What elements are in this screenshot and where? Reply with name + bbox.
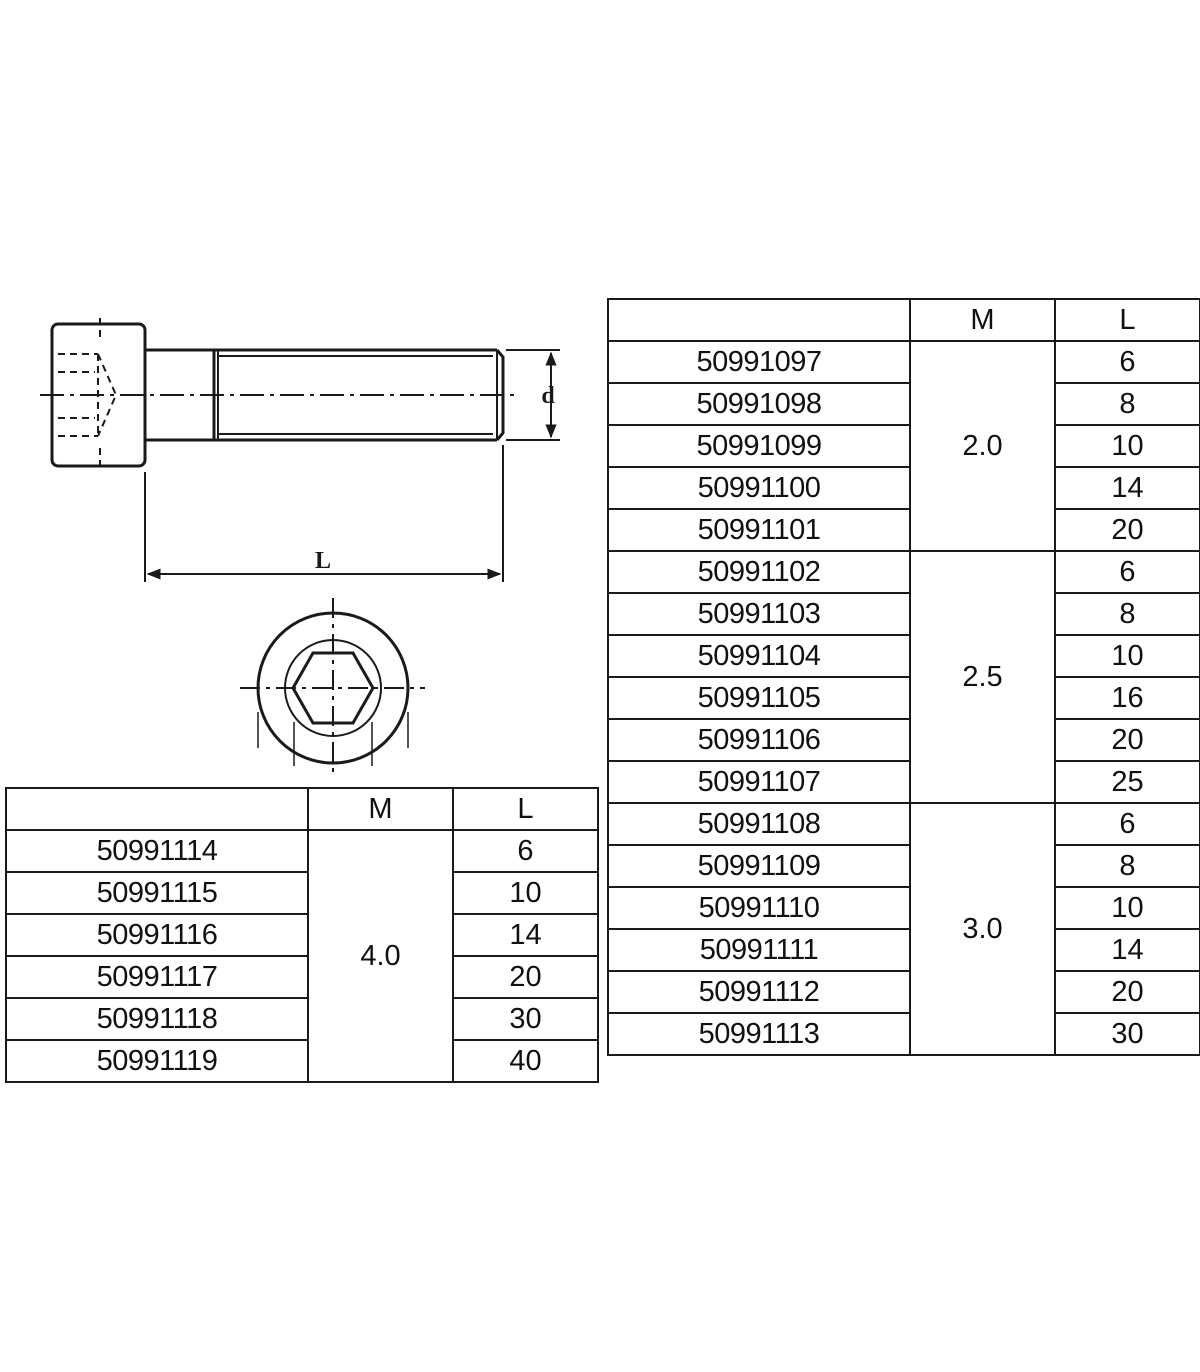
- table-row: 50991110 10: [607, 886, 1200, 930]
- table-header-row: M L: [5, 787, 599, 831]
- length-cell: 8: [1054, 382, 1200, 426]
- length-cell: 30: [452, 997, 599, 1041]
- diameter-label: d: [541, 383, 555, 409]
- header-m: M: [307, 787, 454, 831]
- table-row: 50991116 14: [5, 913, 599, 957]
- length-cell: 30: [1054, 1012, 1200, 1056]
- part-code: 50991098: [607, 382, 911, 426]
- table-row: 50991100 14: [607, 466, 1200, 510]
- length-cell: 8: [1054, 592, 1200, 636]
- length-cell: 14: [1054, 928, 1200, 972]
- part-code: 50991102: [607, 550, 911, 594]
- part-code: 50991106: [607, 718, 911, 762]
- spec-table-left: M L 50991114 4.0 6 50991115 10 50991116 …: [5, 787, 599, 1083]
- m-size-cell: 3.0: [909, 802, 1056, 1056]
- part-code: 50991097: [607, 340, 911, 384]
- length-cell: 20: [1054, 970, 1200, 1014]
- length-cell: 16: [1054, 676, 1200, 720]
- part-code: 50991115: [5, 871, 309, 915]
- header-code: [5, 787, 309, 831]
- table-header-row: M L: [607, 298, 1200, 342]
- header-l: L: [452, 787, 599, 831]
- part-code: 50991101: [607, 508, 911, 552]
- table-row: 50991105 16: [607, 676, 1200, 720]
- part-code: 50991116: [5, 913, 309, 957]
- part-code: 50991110: [607, 886, 911, 930]
- part-code: 50991114: [5, 829, 309, 873]
- length-cell: 10: [1054, 634, 1200, 678]
- header-l: L: [1054, 298, 1200, 342]
- length-cell: 6: [1054, 340, 1200, 384]
- part-code: 50991113: [607, 1012, 911, 1056]
- length-cell: 20: [1054, 508, 1200, 552]
- length-cell: 20: [1054, 718, 1200, 762]
- screw-end-view: [240, 598, 425, 778]
- threaded-shank: [214, 348, 505, 442]
- table-row: 50991119 40: [5, 1039, 599, 1083]
- part-code: 50991112: [607, 970, 911, 1014]
- table-row: 50991109 8: [607, 844, 1200, 888]
- length-cell: 14: [1054, 466, 1200, 510]
- spec-table-right: M L 50991097 2.0 6 50991098 8 50991099 1…: [607, 298, 1200, 1056]
- length-cell: 6: [452, 829, 599, 873]
- part-code: 50991109: [607, 844, 911, 888]
- part-code: 50991105: [607, 676, 911, 720]
- length-cell: 14: [452, 913, 599, 957]
- part-code: 50991118: [5, 997, 309, 1041]
- diameter-dimension: [506, 349, 560, 441]
- table-row: 50991113 30: [607, 1012, 1200, 1056]
- length-cell: 6: [1054, 802, 1200, 846]
- part-code: 50991111: [607, 928, 911, 972]
- part-code: 50991107: [607, 760, 911, 804]
- length-cell: 10: [1054, 424, 1200, 468]
- table-row: 50991111 14: [607, 928, 1200, 972]
- table-row: 50991118 30: [5, 997, 599, 1041]
- length-cell: 8: [1054, 844, 1200, 888]
- length-cell: 10: [1054, 886, 1200, 930]
- part-code: 50991100: [607, 466, 911, 510]
- table-row: 50991104 10: [607, 634, 1200, 678]
- length-cell: 25: [1054, 760, 1200, 804]
- part-code: 50991108: [607, 802, 911, 846]
- length-label: L: [315, 548, 331, 574]
- length-cell: 40: [452, 1039, 599, 1083]
- table-row: 50991103 8: [607, 592, 1200, 636]
- table-row: 50991101 20: [607, 508, 1200, 552]
- length-cell: 10: [452, 871, 599, 915]
- table-row: 50991102 2.5 6: [607, 550, 1200, 804]
- table-row: 50991108 3.0 6: [607, 802, 1200, 1056]
- m-size-cell: 4.0: [307, 829, 454, 1083]
- table-row: 50991106 20: [607, 718, 1200, 762]
- table-row: 50991114 4.0 6: [5, 829, 599, 1083]
- table-row: 50991098 8: [607, 382, 1200, 426]
- table-row: 50991099 10: [607, 424, 1200, 468]
- part-code: 50991099: [607, 424, 911, 468]
- part-code: 50991117: [5, 955, 309, 999]
- length-dimension: [144, 445, 504, 582]
- table-row: 50991107 25: [607, 760, 1200, 804]
- part-code: 50991119: [5, 1039, 309, 1083]
- screw-side-view: [40, 318, 560, 582]
- m-size-cell: 2.0: [909, 340, 1056, 552]
- part-code: 50991104: [607, 634, 911, 678]
- table-row: 50991115 10: [5, 871, 599, 915]
- m-size-cell: 2.5: [909, 550, 1056, 804]
- header-m: M: [909, 298, 1056, 342]
- part-code: 50991103: [607, 592, 911, 636]
- table-row: 50991112 20: [607, 970, 1200, 1014]
- table-row: 50991097 2.0 6: [607, 340, 1200, 552]
- header-code: [607, 298, 911, 342]
- length-cell: 20: [452, 955, 599, 999]
- length-cell: 6: [1054, 550, 1200, 594]
- table-row: 50991117 20: [5, 955, 599, 999]
